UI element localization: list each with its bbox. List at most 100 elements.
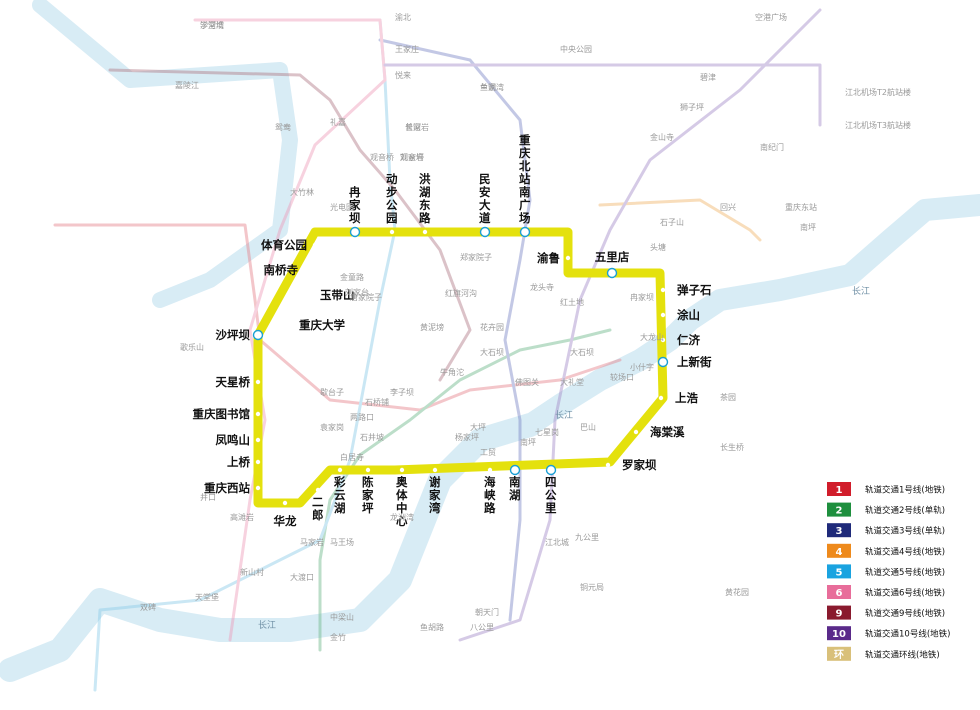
loop-stations	[252, 226, 669, 506]
station-chongqingbeizhan-marker	[519, 226, 531, 238]
faint-station-label: 嘉陵江	[175, 80, 199, 90]
faint-labels: 沙河坝观音岩曾家岩鱼洞大竹林光电园嘉陵江渝北观音桥红旗河沟小什字较场口两路口大坪…	[140, 12, 911, 642]
faint-station-label: 佛图关	[515, 377, 539, 387]
station-tushan-marker	[660, 312, 666, 318]
faint-station-label: 牛角沱	[440, 367, 464, 377]
legend-line-label: 轨道交通9号线(地铁)	[865, 608, 945, 619]
faint-station-label: 南坪	[800, 222, 816, 232]
legend-swatch	[827, 585, 851, 599]
station-nanqiaosi-marker	[303, 267, 309, 273]
legend-line-label: 轨道交通6号线(地铁)	[865, 588, 945, 599]
faint-station-label: 重庆东站	[785, 202, 817, 212]
station-chenjiaping-marker	[365, 467, 371, 473]
faint-station-label: 天堂堡	[195, 592, 219, 602]
line-9	[108, 68, 472, 382]
legend-line-label: 轨道交通4号线(地铁)	[865, 546, 945, 557]
legend-line-number: 3	[836, 526, 843, 537]
faint-station-label: 江北机场T2航站楼	[845, 87, 911, 97]
station-shangxinjie-marker	[657, 356, 669, 368]
station-xiejiawan-label: 谢家湾	[429, 475, 441, 515]
faint-station-label: 铜元局	[580, 582, 604, 592]
faint-station-label: 学堂湾	[200, 20, 224, 30]
yangtze-river-main	[0, 413, 542, 682]
faint-station-label: 大竹林	[290, 187, 314, 197]
station-chongqingtushuguan-label: 重庆图书馆	[193, 407, 251, 421]
line-airport	[383, 63, 822, 127]
station-minandadao-marker	[479, 226, 491, 238]
station-erlang-marker	[315, 487, 321, 493]
faint-station-label: 花卉园	[480, 322, 504, 332]
faint-station-label: 空港广场	[755, 12, 787, 22]
faint-station-label: 观音岩	[400, 152, 424, 162]
legend-line-number: 6	[836, 588, 843, 599]
legend-line-number: 2	[836, 506, 843, 517]
station-ranjiaba-label: 冉家坝	[349, 185, 361, 225]
faint-station-label: 鸳鸯	[275, 122, 291, 132]
faint-station-label: 大石坝	[570, 347, 594, 357]
legend-line-number: 1	[836, 485, 843, 496]
legend-swatch	[827, 646, 851, 661]
faint-station-label: 金竹	[330, 632, 346, 642]
faint-station-label: 兰家湾	[480, 82, 504, 92]
legend-line-label: 轨道交通3号线(单轨)	[865, 526, 945, 537]
river-label-1: 长江	[852, 285, 870, 297]
faint-station-label: 双碑	[140, 602, 156, 612]
legend-line-number: 10	[832, 629, 846, 640]
faint-station-label: 沙河坝	[200, 20, 224, 30]
station-fengmingshan-marker	[255, 437, 261, 443]
faint-station-label: 金山寺	[650, 132, 674, 142]
faint-station-label: 狮子坪	[680, 103, 704, 112]
station-erlang-label: 二郎	[312, 495, 324, 522]
faint-station-label: 龙洲湾	[390, 512, 414, 522]
station-shangqiao-marker	[255, 459, 261, 465]
station-dongbugongyuan-marker	[389, 229, 395, 235]
station-ranjiaba-marker	[349, 226, 361, 238]
faint-station-label: 南坪	[520, 437, 536, 447]
station-wulidian-marker	[606, 267, 618, 279]
faint-station-label: 大龙山	[640, 332, 664, 342]
faint-station-label: 黄花园	[725, 587, 749, 597]
station-sigongli-marker	[545, 464, 557, 476]
station-lujiaba-marker	[303, 292, 309, 298]
faint-station-label: 金童路	[340, 272, 364, 282]
legend-line-number: 环	[834, 649, 844, 661]
faint-station-label: 大渡口	[290, 572, 314, 582]
station-shanghao-marker	[658, 395, 664, 401]
station-hongjiadonglu-label: 洪湖东路	[419, 172, 431, 225]
station-luojiaba-label: 罗家坝	[622, 458, 657, 472]
faint-station-label: 石子山	[660, 217, 684, 227]
faint-station-label: 黄泥塝	[420, 322, 444, 332]
legend-line-label: 轨道交通1号线(地铁)	[865, 485, 945, 496]
station-wulidian-label: 五里店	[595, 250, 630, 264]
legend-line-label: 轨道交通5号线(地铁)	[865, 567, 945, 578]
faint-station-label: 渝北	[395, 12, 411, 22]
line-1	[53, 223, 622, 412]
faint-station-label: 长生桥	[720, 442, 744, 452]
jialing-river	[32, 0, 298, 308]
station-tushan-label: 涂山	[677, 308, 700, 322]
faint-station-label: 王家庄	[395, 44, 419, 54]
faint-station-label: 新山村	[240, 567, 264, 577]
faint-station-label: 鱼洞	[480, 82, 496, 92]
faint-station-label: 碧津	[700, 72, 716, 82]
station-chongqingtushuguan-marker	[255, 411, 261, 417]
faint-station-label: 歇台子	[320, 387, 344, 397]
station-shapingba-marker	[252, 329, 264, 341]
station-sigongli-label: 四公里	[545, 475, 557, 515]
station-shangqiao-label: 上桥	[227, 455, 250, 469]
faint-station-label: 冉家坝	[630, 292, 654, 302]
legend-line-number: 5	[836, 567, 843, 578]
station-minandadao-label: 民安大道	[479, 172, 491, 225]
faint-station-label: 回兴	[720, 203, 736, 212]
station-caiyunhu-label: 彩云湖	[333, 475, 346, 515]
station-caiyunhu-marker	[337, 467, 343, 473]
legend-line-label: 轨道交通10号线(地铁)	[865, 629, 950, 640]
line-3	[378, 38, 532, 622]
river-label-2: 长江	[555, 409, 573, 421]
faint-station-label: 杨家坪	[455, 432, 479, 442]
faint-station-label: 井口	[200, 492, 216, 502]
faint-station-label: 石井坡	[360, 432, 384, 442]
station-lujiaba-label: 玉带山	[320, 288, 355, 302]
yangtze-river-east	[519, 194, 980, 436]
faint-station-label: 高滩岩	[230, 512, 254, 522]
